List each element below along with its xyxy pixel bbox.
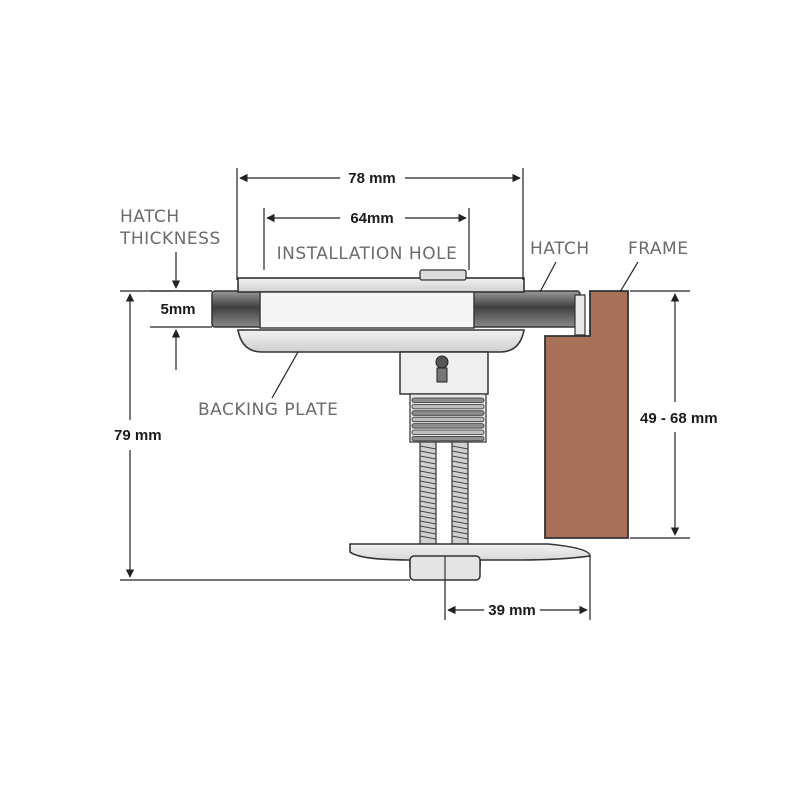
rod-thread [451, 530, 469, 535]
rod-thread [419, 445, 437, 450]
frame-label-group: FRAME [619, 239, 688, 293]
dim-total-height: 79 mm [114, 290, 410, 581]
hatch-thickness-label-line1: HATCH [120, 207, 180, 227]
hatch-thickness-label-line2: THICKNESS [119, 229, 221, 249]
rod-thread [419, 500, 437, 505]
rod-thread [419, 470, 437, 475]
dim-thickness-label: 5mm [160, 301, 195, 318]
spring-coil [411, 423, 485, 429]
frame-wood [544, 290, 629, 539]
rod-thread [419, 535, 437, 540]
dim-thickness: 5mm [150, 252, 212, 370]
hatch-panel [211, 290, 586, 336]
rod-thread [451, 480, 469, 485]
rod-thread [419, 475, 437, 480]
rod-thread [451, 450, 469, 455]
backing-plate [237, 329, 525, 353]
dim-hole-width: 64mm [263, 208, 470, 270]
dim-hole-width-label: 64mm [350, 210, 393, 227]
hatch-thickness-label: HATCH THICKNESS [119, 207, 221, 249]
rod-thread [451, 495, 469, 500]
dim-offset-label: 39 mm [488, 602, 536, 619]
rod-thread [451, 515, 469, 520]
rod-thread [419, 465, 437, 470]
spring-coil [411, 435, 485, 442]
rod-thread [451, 455, 469, 460]
dim-overall-width: 78 mm [236, 168, 524, 280]
rod-thread [419, 450, 437, 455]
latch-flange [237, 269, 525, 329]
cam-arm [349, 543, 591, 581]
spring [409, 393, 487, 443]
rod-thread [419, 505, 437, 510]
dim-frame-range-label: 49 - 68 mm [640, 410, 718, 427]
rod-thread [451, 505, 469, 510]
backing-plate-label-group: BACKING PLATE [198, 351, 338, 420]
rod-thread [419, 515, 437, 520]
rod-thread [451, 445, 469, 450]
rod-thread [451, 510, 469, 515]
rod-thread [419, 525, 437, 530]
rod-thread [451, 465, 469, 470]
rod-thread [419, 510, 437, 515]
spring-coil [411, 410, 485, 416]
rod-thread [451, 535, 469, 540]
rod-thread [451, 475, 469, 480]
dim-total-height-label: 79 mm [114, 427, 162, 444]
backing-plate-label: BACKING PLATE [198, 400, 338, 420]
rod-thread [451, 460, 469, 465]
rod-thread [451, 470, 469, 475]
rod-thread [419, 480, 437, 485]
threaded-rods [419, 441, 469, 545]
spring-coil [411, 397, 485, 403]
rod-thread [419, 530, 437, 535]
rod-thread [419, 520, 437, 525]
dim-overall-width-label: 78 mm [348, 170, 396, 187]
rod-thread [451, 525, 469, 530]
hatch-label-group: HATCH [530, 239, 590, 293]
spring-coil [411, 403, 485, 410]
rod-thread [419, 495, 437, 500]
latch-housing [399, 351, 489, 395]
rod-thread [451, 500, 469, 505]
spring-coil [411, 429, 485, 435]
rod-thread [451, 485, 469, 490]
dim-frame-range: 49 - 68 mm [630, 290, 718, 539]
spring-coil [411, 416, 485, 423]
installation-hole-label: INSTALLATION HOLE [277, 244, 458, 264]
frame-label: FRAME [628, 239, 688, 259]
rod-thread [419, 455, 437, 460]
rod-thread [419, 485, 437, 490]
rod-thread [419, 460, 437, 465]
rod-thread [419, 490, 437, 495]
rod-thread [451, 490, 469, 495]
hatch-label: HATCH [530, 239, 590, 259]
rod-thread [451, 520, 469, 525]
dim-offset: 39 mm [444, 556, 591, 620]
